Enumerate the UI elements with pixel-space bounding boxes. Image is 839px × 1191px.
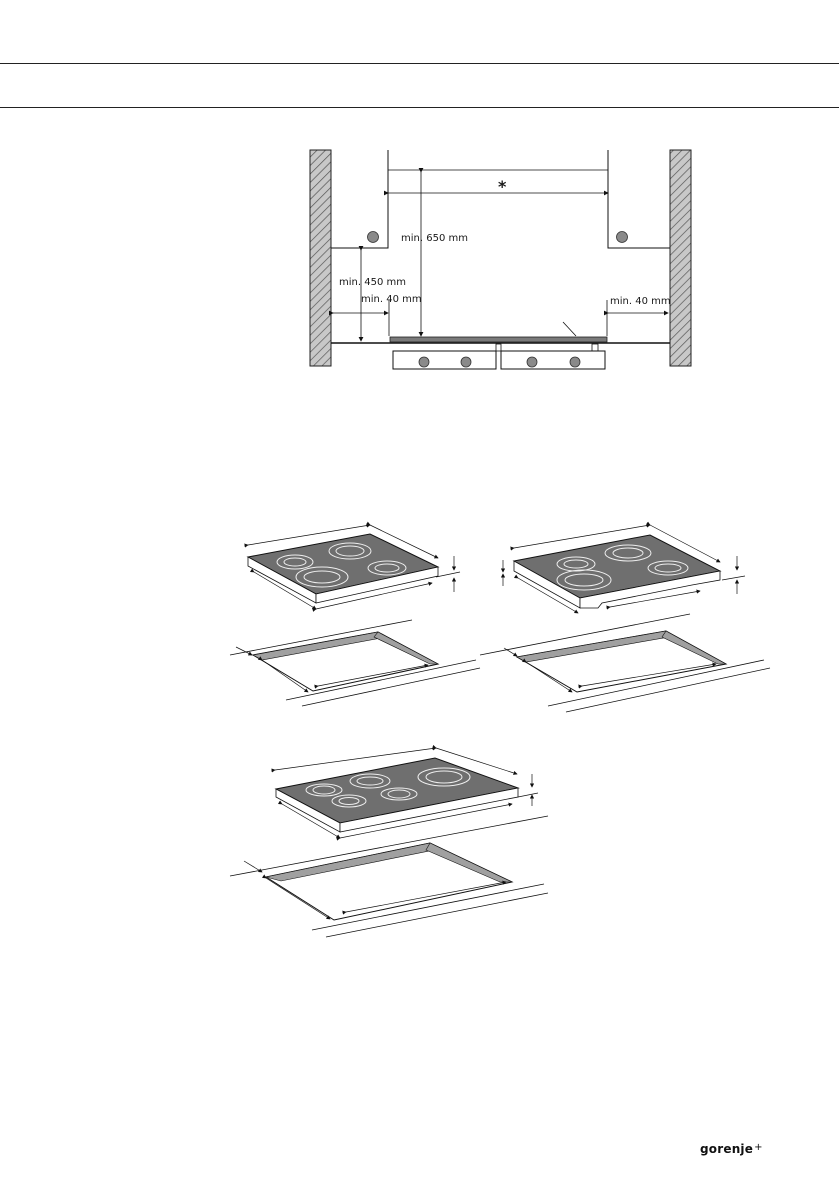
- brand-text: gorenje: [700, 1142, 753, 1156]
- brand-plus-mark: +: [754, 1142, 763, 1153]
- brand-logo: gorenje+: [700, 1142, 763, 1156]
